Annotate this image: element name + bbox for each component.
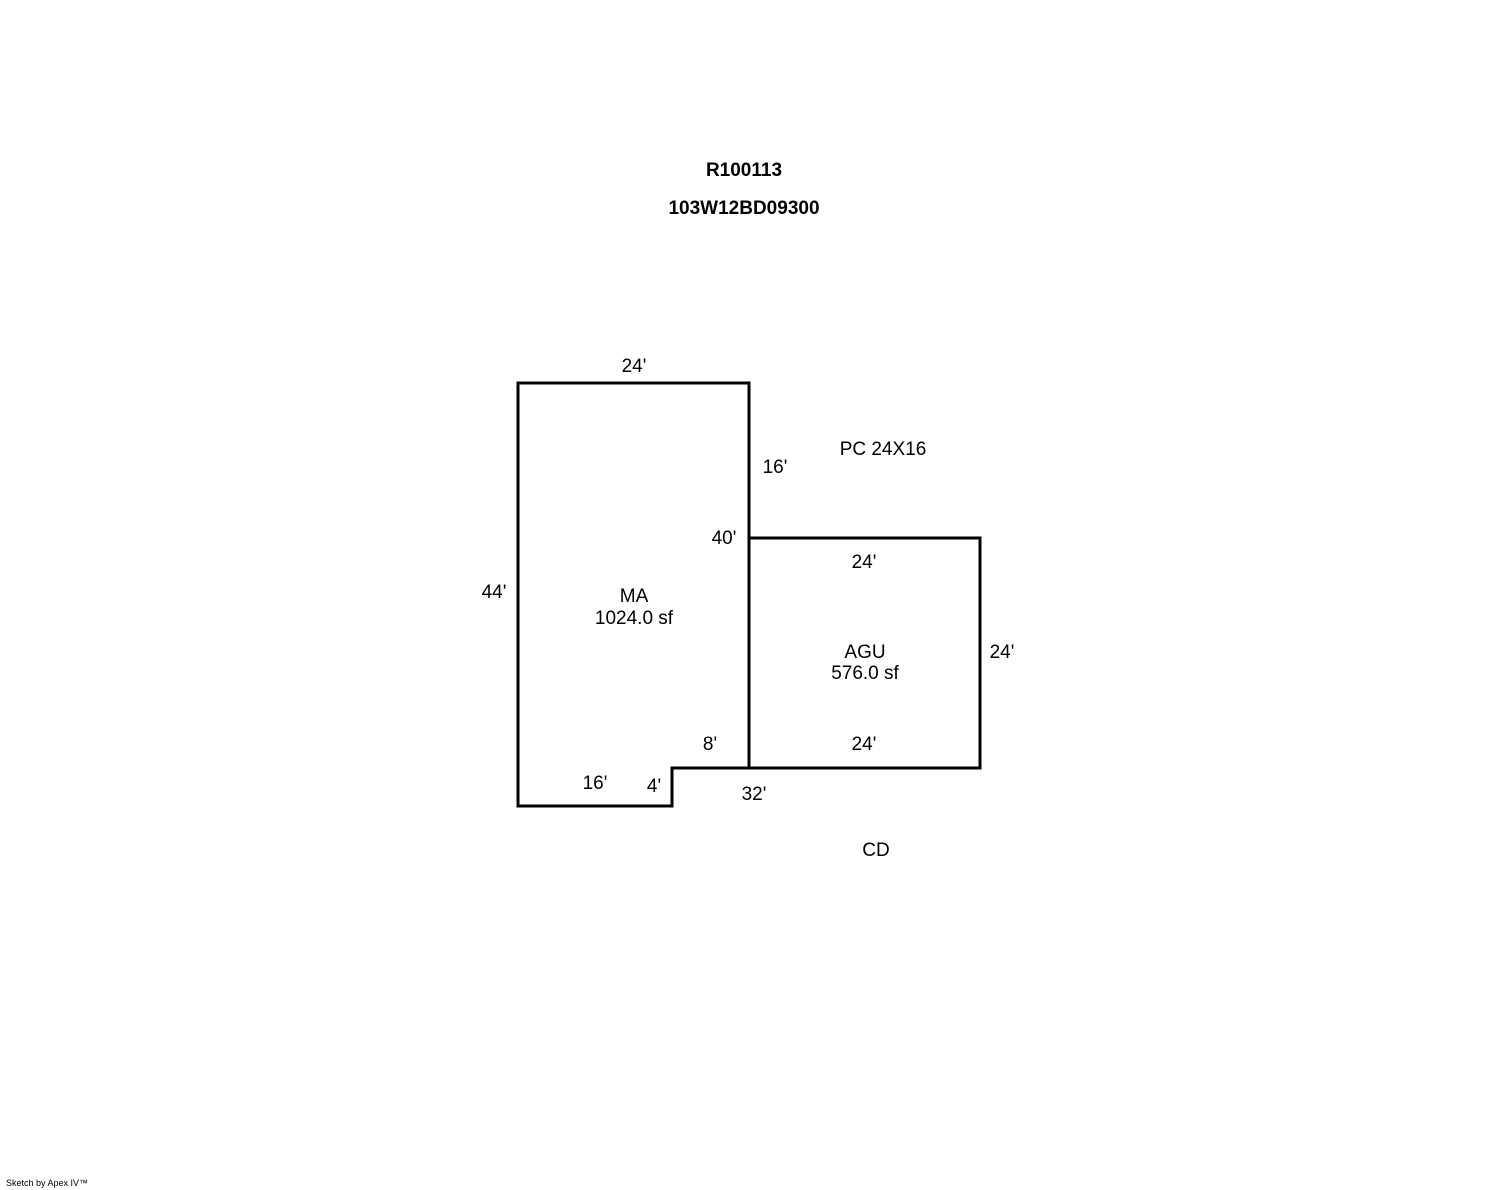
- ma-area: 1024.0 sf: [595, 608, 674, 629]
- dim-agu-bottom: 24': [852, 734, 877, 755]
- dim-ma-right-upper: 16': [763, 457, 788, 478]
- ma-code: MA: [620, 586, 649, 607]
- agu-code: AGU: [844, 642, 885, 663]
- dim-agu-top: 24': [852, 552, 877, 573]
- dim-ma-notch-vertical: 4': [647, 776, 661, 797]
- parcel-number: 103W12BD09300: [668, 198, 820, 219]
- dim-ma-left: 44': [482, 582, 507, 603]
- agu-outline: [747, 536, 982, 770]
- dim-agu-right: 24': [990, 642, 1015, 663]
- dim-ma-right-total: 40': [712, 528, 737, 549]
- dim-ma-top: 24': [622, 356, 647, 377]
- agu-area: 576.0 sf: [831, 663, 899, 684]
- dim-ma-bottom-total: 32': [742, 784, 767, 805]
- record-id: R100113: [705, 160, 783, 181]
- ma-outline: [516, 381, 751, 808]
- sketch-credit: Sketch by Apex IV™: [6, 1178, 89, 1188]
- deck-note: CD: [862, 840, 889, 861]
- porch-note: PC 24X16: [840, 439, 927, 460]
- dim-ma-notch-horizontal: 8': [703, 734, 717, 755]
- dim-ma-bottom: 16': [583, 773, 608, 794]
